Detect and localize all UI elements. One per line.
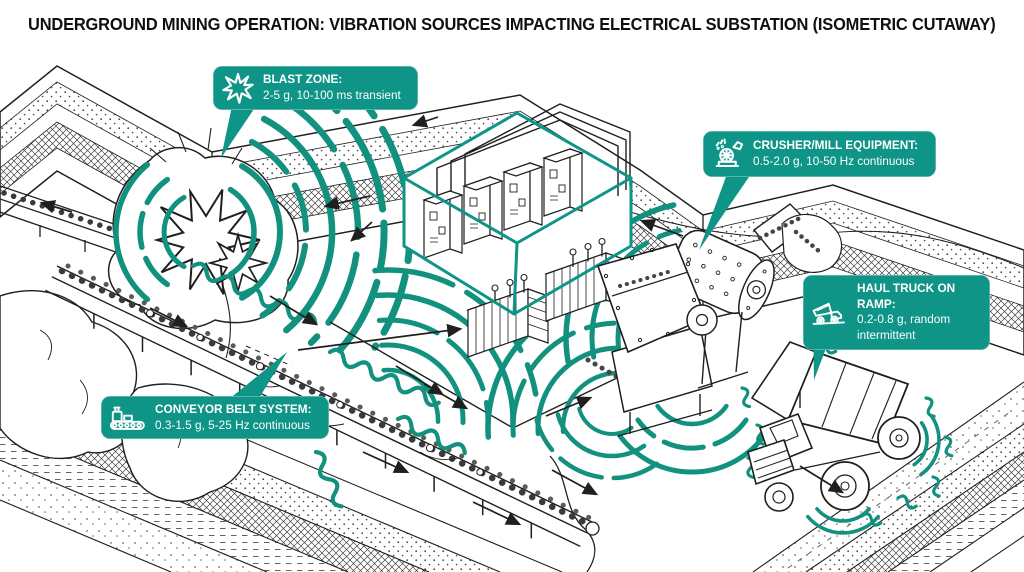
conveyor-title: CONVEYOR BELT SYSTEM: [155,402,312,416]
haul-truck-callout: HAUL TRUCK ON RAMP: 0.2-0.8 g, random in… [803,275,990,350]
crusher-title: CRUSHER/MILL EQUIPMENT: [753,138,919,153]
flow-arrows [39,114,845,526]
ramp-centerline [787,411,1011,569]
crusher-mill-icon [711,137,745,171]
blast-zone-callout: BLAST ZONE: 2-5 g, 10-100 ms transient [213,66,418,110]
haul-truck-graphic [747,341,921,512]
crusher-detail: 0.5-2.0 g, 10-50 Hz continuous [753,154,915,168]
page-title: UNDERGROUND MINING OPERATION: VIBRATION … [28,14,996,34]
crusher-callout: CRUSHER/MILL EQUIPMENT: 0.5-2.0 g, 10-50… [703,131,936,177]
substation-cutaway [402,103,633,358]
blast-callout-pointer [221,106,256,158]
vibration-waves-truck [740,326,954,535]
conveyor-detail: 0.3-1.5 g, 5-25 Hz continuous [155,417,310,432]
haul-truck-icon [811,298,849,326]
vibration-waves-blast [113,68,414,354]
explosion-icon [221,72,255,104]
blast-zone-title: BLAST ZONE: [263,72,343,87]
crusher-callout-pointer [699,174,751,250]
strata-bottom-right [752,381,1024,572]
blast-zone-detail: 2-5 g, 10-100 ms transient [263,88,401,102]
haul-truck-detail: 0.2-0.8 g, random intermittent [857,312,951,343]
vibration-waves-conveyor [190,261,467,509]
explosion-burst [153,187,261,295]
substation-highlight-box [402,111,633,316]
crusher-mill-graphic [585,203,843,437]
conveyor-callout-pointer [228,352,287,400]
conveyor-belt-icon [109,404,147,432]
conveyor-callout: CONVEYOR BELT SYSTEM: 0.3-1.5 g, 5-25 Hz… [101,396,330,440]
haul-truck-title: HAUL TRUCK ON RAMP: [857,281,956,311]
